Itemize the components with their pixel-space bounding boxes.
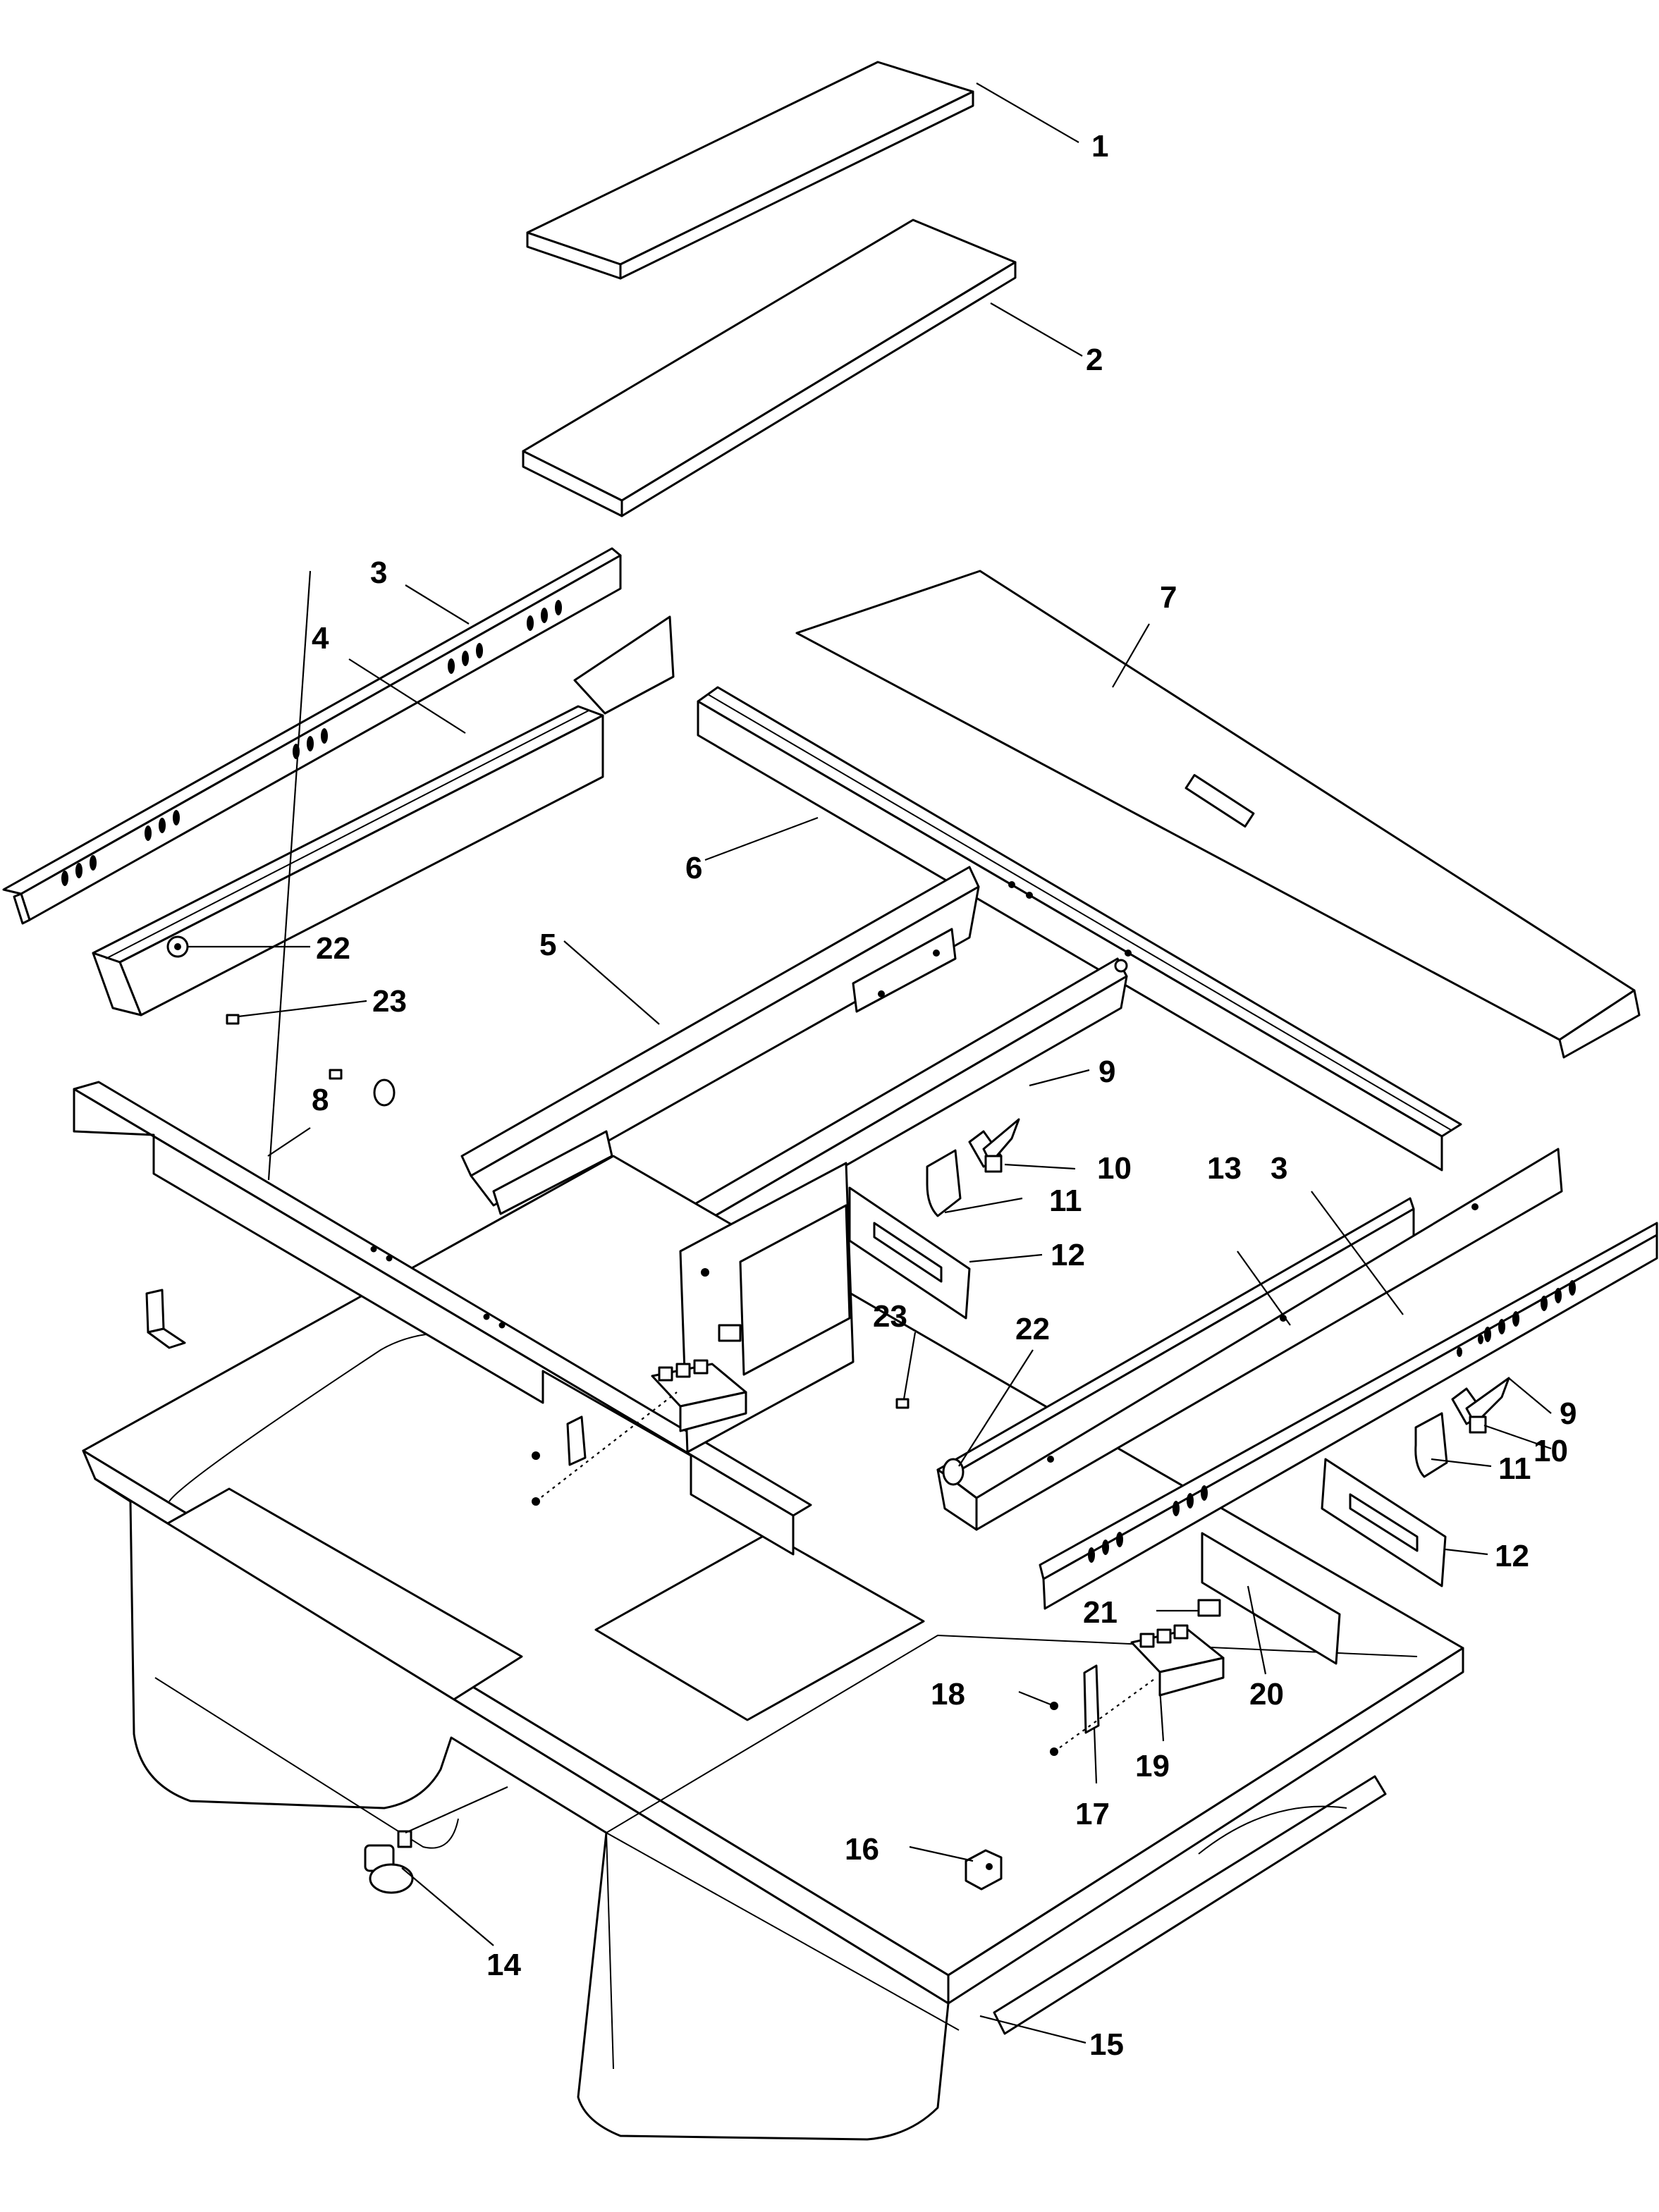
part-2-mesh-filter [522, 219, 1017, 517]
callout-6: 6 [685, 851, 702, 885]
part-3-right-slotted-rail [1039, 1222, 1658, 1610]
part-16-bracket [965, 1849, 1003, 1891]
callout-15: 15 [1089, 2027, 1124, 2062]
callout-17: 17 [1075, 1797, 1110, 1831]
callout-1: 1 [1091, 129, 1108, 164]
part-7-ribbed-cover [795, 570, 1641, 1059]
part-15-bottom-pan [82, 1155, 1464, 2141]
part-3-left-slotted-rail [2, 547, 622, 925]
callout-20: 20 [1249, 1677, 1284, 1712]
callout-12-upper: 12 [1051, 1238, 1085, 1272]
callout-23-left: 23 [372, 984, 407, 1019]
callout-8: 8 [312, 1083, 329, 1117]
center-mounting-bracket [679, 1162, 855, 1454]
part-9-10-11-switch-assembly-lower [1414, 1377, 1510, 1478]
callout-5: 5 [539, 928, 556, 962]
right-mounting-bracket [1197, 1532, 1341, 1665]
terminal-block-left [651, 1359, 747, 1432]
part-22-washers [373, 1079, 965, 1486]
callout-3-left: 3 [370, 555, 387, 590]
callout-11-upper: 11 [1049, 1184, 1082, 1218]
part-12-switch-plate-upper [848, 1186, 971, 1320]
part-23-screws [226, 1014, 910, 1409]
callout-23-right: 23 [873, 1299, 907, 1334]
part-5-center-channels [460, 866, 1128, 1286]
callout-10-lower: 10 [1533, 1434, 1568, 1468]
callout-19: 19 [1135, 1749, 1170, 1783]
part-13-right-channel [936, 1148, 1563, 1531]
callout-22-right: 22 [1015, 1312, 1050, 1346]
callout-10-upper: 10 [1097, 1151, 1132, 1186]
callout-16: 16 [845, 1832, 879, 1867]
callout-3-right: 3 [1271, 1151, 1287, 1186]
callout-9-lower: 9 [1560, 1396, 1577, 1431]
part-12-switch-plate-lower [1321, 1458, 1447, 1587]
callout-11-lower: 11 [1498, 1451, 1531, 1486]
part-9-10-11-switch-assembly-upper [926, 1118, 1020, 1217]
callout-9-upper: 9 [1098, 1055, 1115, 1089]
terminal-block-right [1130, 1624, 1225, 1697]
part-1-grate [526, 61, 974, 280]
callout-14: 14 [486, 1948, 521, 1982]
callout-4: 4 [312, 621, 329, 656]
leader-lines [187, 82, 1552, 2044]
part-4-left-channel [92, 615, 675, 1016]
part-8-front-rail [73, 1081, 812, 1556]
callout-13: 13 [1207, 1151, 1242, 1186]
callout-2: 2 [1086, 343, 1103, 377]
small-clip-center [566, 1415, 587, 1466]
part-14-thermostat [364, 1830, 414, 1894]
callout-22-left: 22 [316, 931, 350, 966]
callout-labels: 1 2 3 4 5 6 7 8 9 10 11 12 13 3 23 22 22… [312, 129, 1577, 2062]
callout-18: 18 [931, 1677, 965, 1712]
part-6-rear-rail [697, 686, 1462, 1172]
part-17-clip [1083, 1664, 1100, 1734]
callout-12-lower: 12 [1495, 1539, 1529, 1573]
callout-7: 7 [1160, 580, 1177, 615]
callout-21: 21 [1083, 1595, 1118, 1630]
small-bracket-left [145, 1289, 186, 1349]
